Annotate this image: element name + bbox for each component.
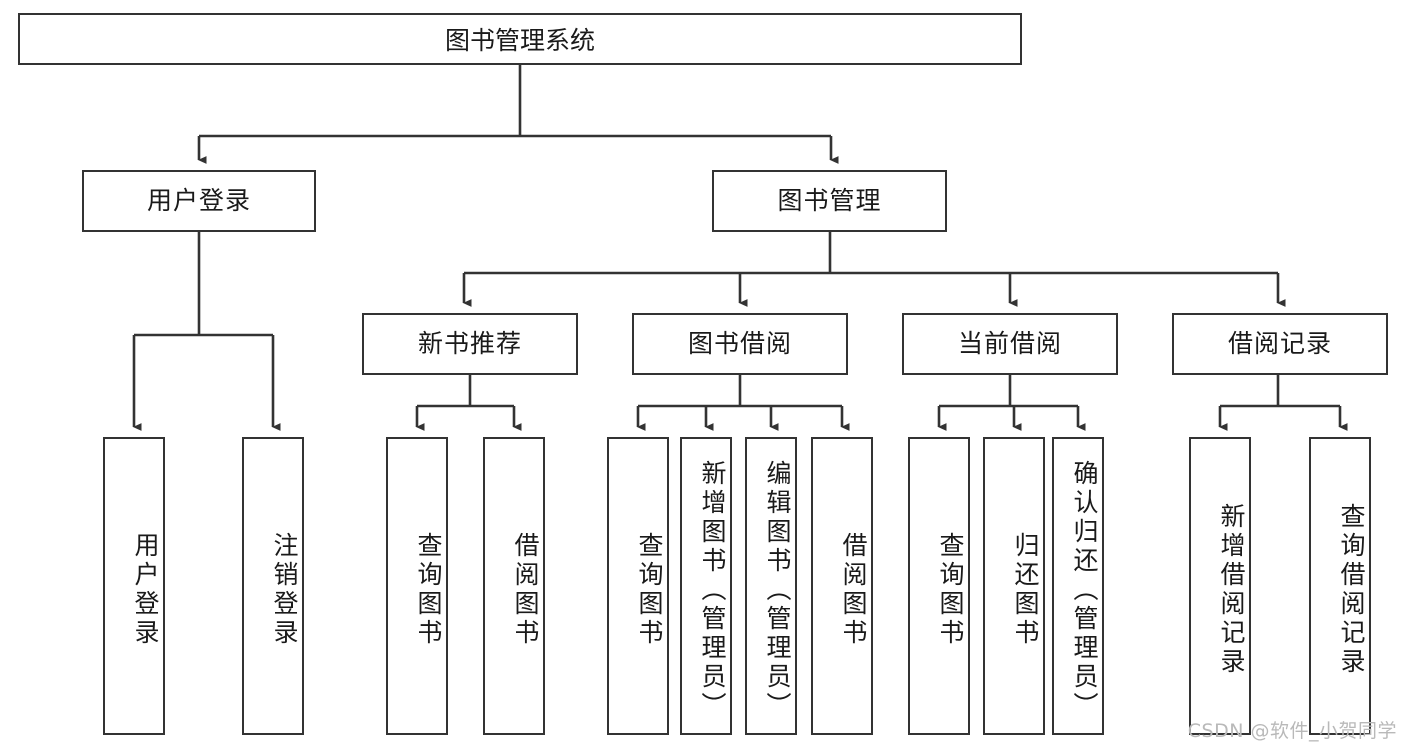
node-book-borrow[interactable]: 图书借阅: [632, 313, 848, 375]
node-user-login-label: 用户登录: [146, 186, 251, 216]
node-book-management[interactable]: 图书管理: [712, 170, 947, 232]
leaf-edit-book-admin[interactable]: 编辑图书（管理员）: [745, 437, 797, 735]
leaf-query-book-borrow-label: 查询图书: [635, 532, 664, 648]
csdn-watermark: CSDN @软件_小贺同学: [1187, 720, 1397, 742]
node-borrow-records[interactable]: 借阅记录: [1172, 313, 1388, 375]
node-book-borrow-label: 图书借阅: [687, 329, 792, 359]
leaf-return-book[interactable]: 归还图书: [983, 437, 1045, 735]
leaf-borrow-book-recommend-label: 借阅图书: [511, 532, 540, 648]
leaf-user-login-label: 用户登录: [131, 532, 160, 648]
leaf-query-borrow-record[interactable]: 查询借阅记录: [1309, 437, 1371, 735]
leaf-query-book-current-label: 查询图书: [936, 532, 965, 648]
leaf-add-borrow-record[interactable]: 新增借阅记录: [1189, 437, 1251, 735]
leaf-query-book-recommend[interactable]: 查询图书: [386, 437, 448, 735]
node-borrow-records-label: 借阅记录: [1227, 329, 1332, 359]
leaf-logout[interactable]: 注销登录: [242, 437, 304, 735]
node-new-book-recommend-label: 新书推荐: [417, 329, 522, 359]
leaf-confirm-return-admin-label: 确认归还（管理员）: [1070, 459, 1099, 721]
leaf-edit-book-admin-label: 编辑图书（管理员）: [763, 459, 792, 721]
node-root-label: 图书管理系统: [444, 26, 595, 55]
leaf-return-book-label: 归还图书: [1011, 532, 1040, 648]
leaf-query-borrow-record-label: 查询借阅记录: [1337, 503, 1366, 677]
node-current-borrow-label: 当前借阅: [957, 329, 1062, 359]
leaf-query-book-recommend-label: 查询图书: [414, 532, 443, 648]
leaf-borrow-book-recommend[interactable]: 借阅图书: [483, 437, 545, 735]
leaf-confirm-return-admin[interactable]: 确认归还（管理员）: [1052, 437, 1104, 735]
node-user-login[interactable]: 用户登录: [82, 170, 316, 232]
leaf-add-borrow-record-label: 新增借阅记录: [1217, 503, 1246, 677]
leaf-add-book-admin[interactable]: 新增图书（管理员）: [680, 437, 732, 735]
leaf-borrow-book-label: 借阅图书: [839, 532, 868, 648]
leaf-logout-label: 注销登录: [270, 532, 299, 648]
node-new-book-recommend[interactable]: 新书推荐: [362, 313, 578, 375]
leaf-query-book-current[interactable]: 查询图书: [908, 437, 970, 735]
leaf-borrow-book[interactable]: 借阅图书: [811, 437, 873, 735]
node-current-borrow[interactable]: 当前借阅: [902, 313, 1118, 375]
node-book-management-label: 图书管理: [777, 186, 882, 216]
leaf-query-book-borrow[interactable]: 查询图书: [607, 437, 669, 735]
node-root[interactable]: 图书管理系统: [18, 13, 1022, 65]
leaf-add-book-admin-label: 新增图书（管理员）: [698, 459, 727, 721]
leaf-user-login[interactable]: 用户登录: [103, 437, 165, 735]
